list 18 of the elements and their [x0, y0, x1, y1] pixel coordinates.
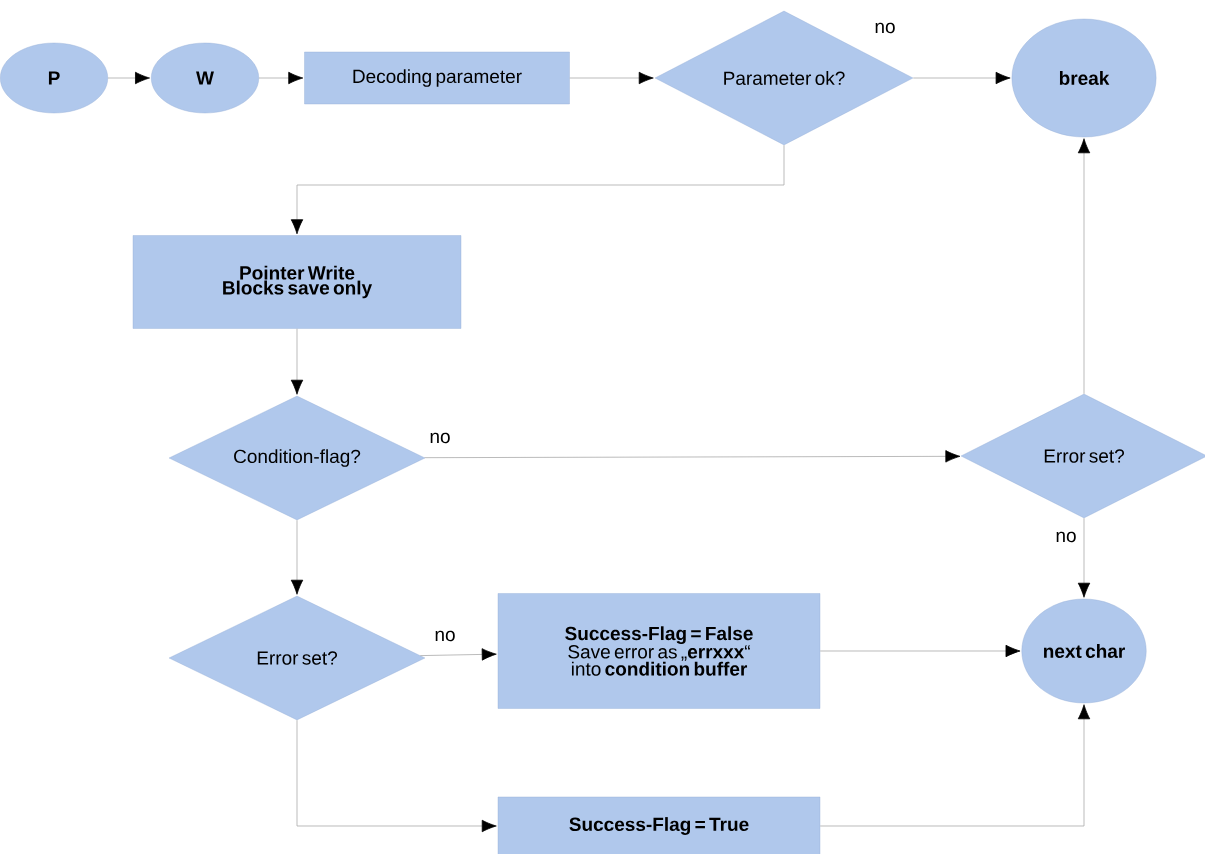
arrow — [912, 71, 1011, 85]
arrow — [107, 71, 150, 85]
arrow — [1077, 517, 1091, 598]
arrow — [419, 648, 497, 661]
process-box: Decoding parameter — [304, 51, 570, 105]
arrow — [290, 144, 785, 235]
arrow — [1077, 138, 1091, 395]
arrow — [569, 71, 654, 85]
arrow — [290, 328, 304, 395]
arrow — [424, 450, 961, 463]
arrow — [819, 704, 1091, 827]
arrow — [296, 719, 497, 833]
arrow — [258, 71, 304, 85]
process-box: Success-Flag = True — [497, 796, 821, 854]
process-box: Success-Flag = False Save error as „errxxx“ into condition buffer — [497, 593, 821, 709]
arrow — [290, 519, 304, 595]
process-box: Pointer Write Blocks save only — [132, 235, 462, 329]
arrow — [819, 644, 1021, 658]
